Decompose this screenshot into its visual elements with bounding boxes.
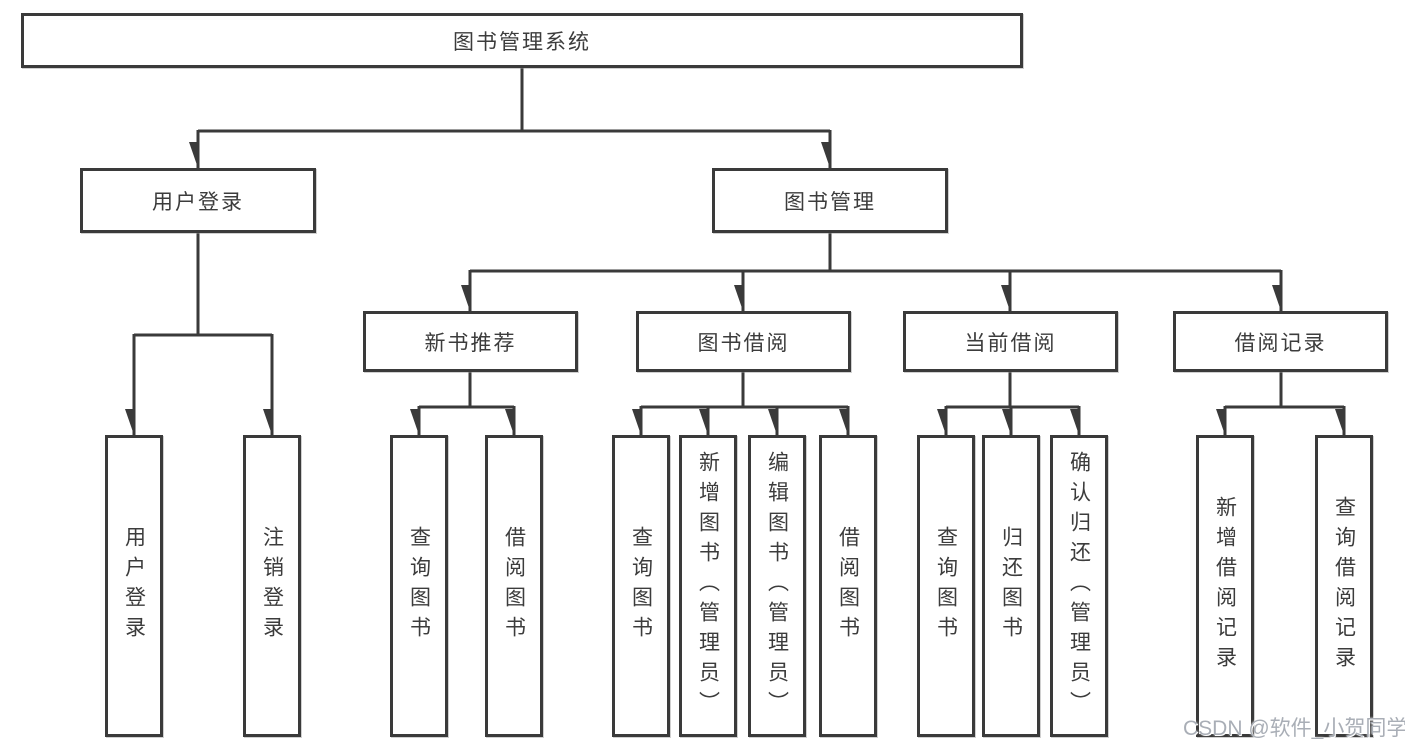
node-borrow-records: 借阅记录 xyxy=(1173,311,1388,372)
connector-bookborrow-to-leaves xyxy=(641,372,850,435)
node-book-management: 图书管理 xyxy=(712,168,948,233)
node-root-label: 图书管理系统 xyxy=(453,30,591,54)
leaf-confirm-return-admin: 确认归还（管理员） xyxy=(1050,435,1108,737)
node-borrow-records-label: 借阅记录 xyxy=(1234,331,1327,355)
node-user-login-label: 用户登录 xyxy=(152,190,244,214)
connector-root-to-level2 xyxy=(198,68,832,168)
leaf-borrow-books: 借阅图书 xyxy=(819,435,877,737)
node-user-login: 用户登录 xyxy=(80,168,316,233)
leaf-return-book: 归还图书 xyxy=(982,435,1040,737)
connector-userlogin-to-leaves xyxy=(134,233,274,435)
leaf-user-login: 用户登录 xyxy=(105,435,163,737)
leaf-query-books-current: 查询图书 xyxy=(917,435,975,737)
leaf-query-borrow-record: 查询借阅记录 xyxy=(1315,435,1373,737)
node-current-borrow: 当前借阅 xyxy=(903,311,1118,372)
node-current-borrow-label: 当前借阅 xyxy=(964,331,1057,355)
leaf-query-books-borrow: 查询图书 xyxy=(612,435,670,737)
node-book-management-label: 图书管理 xyxy=(784,190,876,214)
node-book-borrow: 图书借阅 xyxy=(636,311,851,372)
node-root: 图书管理系统 xyxy=(21,13,1023,68)
leaf-add-book-admin: 新增图书（管理员） xyxy=(679,435,737,737)
node-new-book-recommend-label: 新书推荐 xyxy=(424,331,517,355)
connector-newbookrec-to-leaves xyxy=(419,372,516,435)
leaf-edit-book-admin: 编辑图书（管理员） xyxy=(748,435,806,737)
leaf-add-borrow-record: 新增借阅记录 xyxy=(1196,435,1254,737)
leaf-borrow-books-recommend: 借阅图书 xyxy=(485,435,543,737)
node-book-borrow-label: 图书借阅 xyxy=(697,331,790,355)
node-new-book-recommend: 新书推荐 xyxy=(363,311,578,372)
connector-bookmgmt-to-level3 xyxy=(470,233,1283,311)
leaf-query-books-recommend: 查询图书 xyxy=(390,435,448,737)
connector-borrowrecords-to-leaves xyxy=(1225,372,1346,435)
csdn-watermark: CSDN @软件_小贺同学 xyxy=(1183,717,1405,740)
connector-currentborrow-to-leaves xyxy=(946,372,1081,435)
leaf-logout: 注销登录 xyxy=(243,435,301,737)
